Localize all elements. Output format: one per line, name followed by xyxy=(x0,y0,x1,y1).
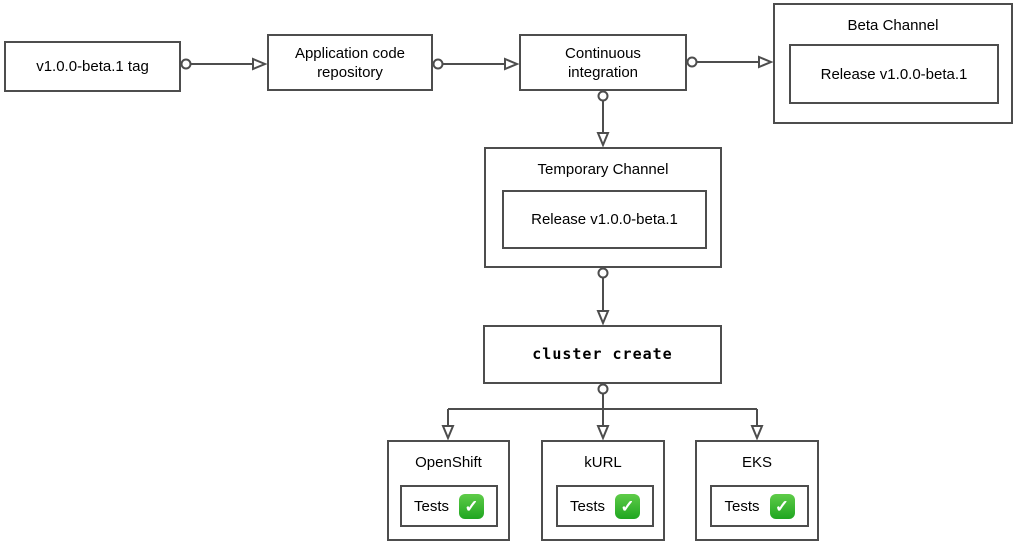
openshift-title: OpenShift xyxy=(415,454,482,471)
kurl-tests-box: Tests ✓ xyxy=(556,485,654,527)
eks-tests-box: Tests ✓ xyxy=(710,485,809,527)
temporary-channel-title: Temporary Channel xyxy=(537,161,669,178)
kurl-box: kURL Tests ✓ xyxy=(541,440,665,541)
check-icon: ✓ xyxy=(459,493,484,519)
kurl-tests-label: Tests xyxy=(569,497,605,515)
openshift-tests-box: Tests ✓ xyxy=(400,485,498,527)
beta-channel-title: Beta Channel xyxy=(847,17,939,34)
temporary-channel-release-label: Release v1.0.0-beta.1 xyxy=(531,211,678,228)
connector-ci-to-beta-channel xyxy=(686,55,774,69)
continuous-integration-box: Continuous integration xyxy=(519,34,687,91)
eks-title: EKS xyxy=(741,454,772,471)
beta-channel-release-box: Release v1.0.0-beta.1 xyxy=(789,44,999,104)
openshift-box: OpenShift Tests ✓ xyxy=(387,440,510,541)
check-icon: ✓ xyxy=(769,493,795,519)
kurl-title: kURL xyxy=(584,454,622,471)
check-glyph: ✓ xyxy=(620,496,635,516)
check-glyph: ✓ xyxy=(464,496,479,516)
connector-ci-to-temp-channel xyxy=(596,90,610,148)
connector-cluster-create-to-tests xyxy=(441,383,764,441)
temporary-channel-release-box: Release v1.0.0-beta.1 xyxy=(502,190,707,249)
eks-tests-row: Tests ✓ xyxy=(724,493,795,519)
eks-tests-label: Tests xyxy=(724,497,760,515)
openshift-tests-row: Tests ✓ xyxy=(413,493,484,519)
beta-channel-release-label: Release v1.0.0-beta.1 xyxy=(820,65,968,83)
connector-repo-to-ci xyxy=(432,57,520,71)
cluster-create-box: cluster create xyxy=(483,325,722,384)
cluster-create-label: cluster create xyxy=(532,345,673,363)
check-glyph: ✓ xyxy=(774,496,790,516)
eks-box: EKS Tests ✓ xyxy=(695,440,819,541)
connector-tag-to-repo xyxy=(180,57,268,71)
version-tag-box: v1.0.0-beta.1 tag xyxy=(4,41,181,92)
connector-temp-channel-to-cluster-create xyxy=(596,267,610,326)
application-code-repository-label: Application code repository xyxy=(294,44,406,81)
openshift-tests-label: Tests xyxy=(413,497,449,515)
beta-channel-box: Beta Channel Release v1.0.0-beta.1 xyxy=(773,3,1013,124)
temporary-channel-box: Temporary Channel Release v1.0.0-beta.1 xyxy=(484,147,722,268)
kurl-tests-row: Tests ✓ xyxy=(569,493,640,519)
application-code-repository-box: Application code repository xyxy=(267,34,433,91)
version-tag-label: v1.0.0-beta.1 tag xyxy=(36,58,149,75)
continuous-integration-label: Continuous integration xyxy=(565,44,641,81)
check-icon: ✓ xyxy=(615,493,640,519)
